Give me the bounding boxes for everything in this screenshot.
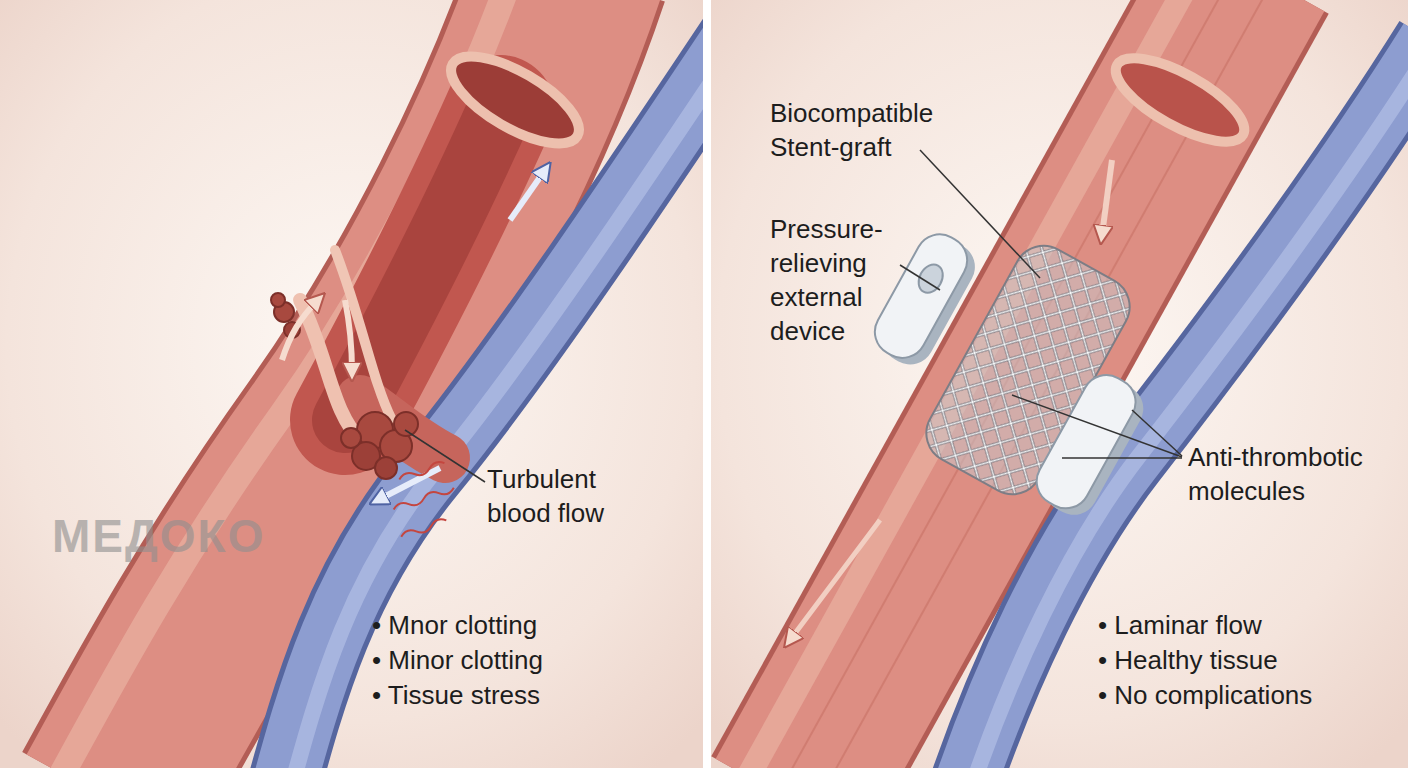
clot-blob — [375, 457, 397, 479]
bullet-note: • Laminar flow — [1098, 608, 1398, 642]
flow-arrow — [282, 300, 318, 360]
bullet-note: • Healthy tissue — [1098, 643, 1398, 677]
right-panel-art — [748, 0, 1408, 768]
leader-line — [1062, 457, 1182, 459]
stress-line — [400, 517, 447, 540]
vein-highlight — [289, 26, 703, 768]
flow-arrow — [345, 300, 352, 372]
callout-label: Turbulent blood flow — [487, 462, 652, 530]
flow-arrow — [510, 170, 545, 220]
watermark: МЕДОКО — [52, 508, 372, 564]
leader-line — [900, 265, 940, 290]
stress-line — [392, 484, 455, 512]
vessel-flap — [335, 250, 392, 420]
callout-label: Anti-thrombotic molecules — [1188, 440, 1403, 508]
clot-blob — [271, 293, 285, 307]
bullet-note: • Tissue stress — [372, 678, 672, 712]
callout-label: Pressure-relieving external device — [770, 212, 905, 348]
external-device — [1027, 367, 1153, 524]
artery-cut-end — [439, 40, 592, 160]
stress-line — [398, 460, 445, 483]
clot — [271, 293, 418, 479]
clot-blob — [394, 412, 418, 436]
bullet-note: • Minor clotting — [372, 643, 672, 677]
bullet-note: • Mnor clotting — [372, 608, 672, 642]
device-face — [1028, 367, 1144, 517]
leader-line — [1132, 410, 1182, 456]
leader-line — [405, 430, 485, 482]
leader-line — [1012, 395, 1182, 457]
left-panel-art — [62, 0, 703, 768]
flow-arrow — [1102, 160, 1112, 235]
callout-label: Biocompatible Stent-graft — [770, 96, 980, 164]
leader-line — [920, 150, 1040, 278]
bullet-note: • No complications — [1098, 678, 1398, 712]
vessel-flap — [300, 300, 362, 442]
artery-cut-end — [1104, 42, 1255, 157]
clot-blob — [341, 428, 361, 448]
device-hole — [914, 260, 948, 297]
flow-arrow — [790, 520, 880, 640]
external-device — [865, 226, 984, 373]
device-face — [866, 226, 975, 367]
